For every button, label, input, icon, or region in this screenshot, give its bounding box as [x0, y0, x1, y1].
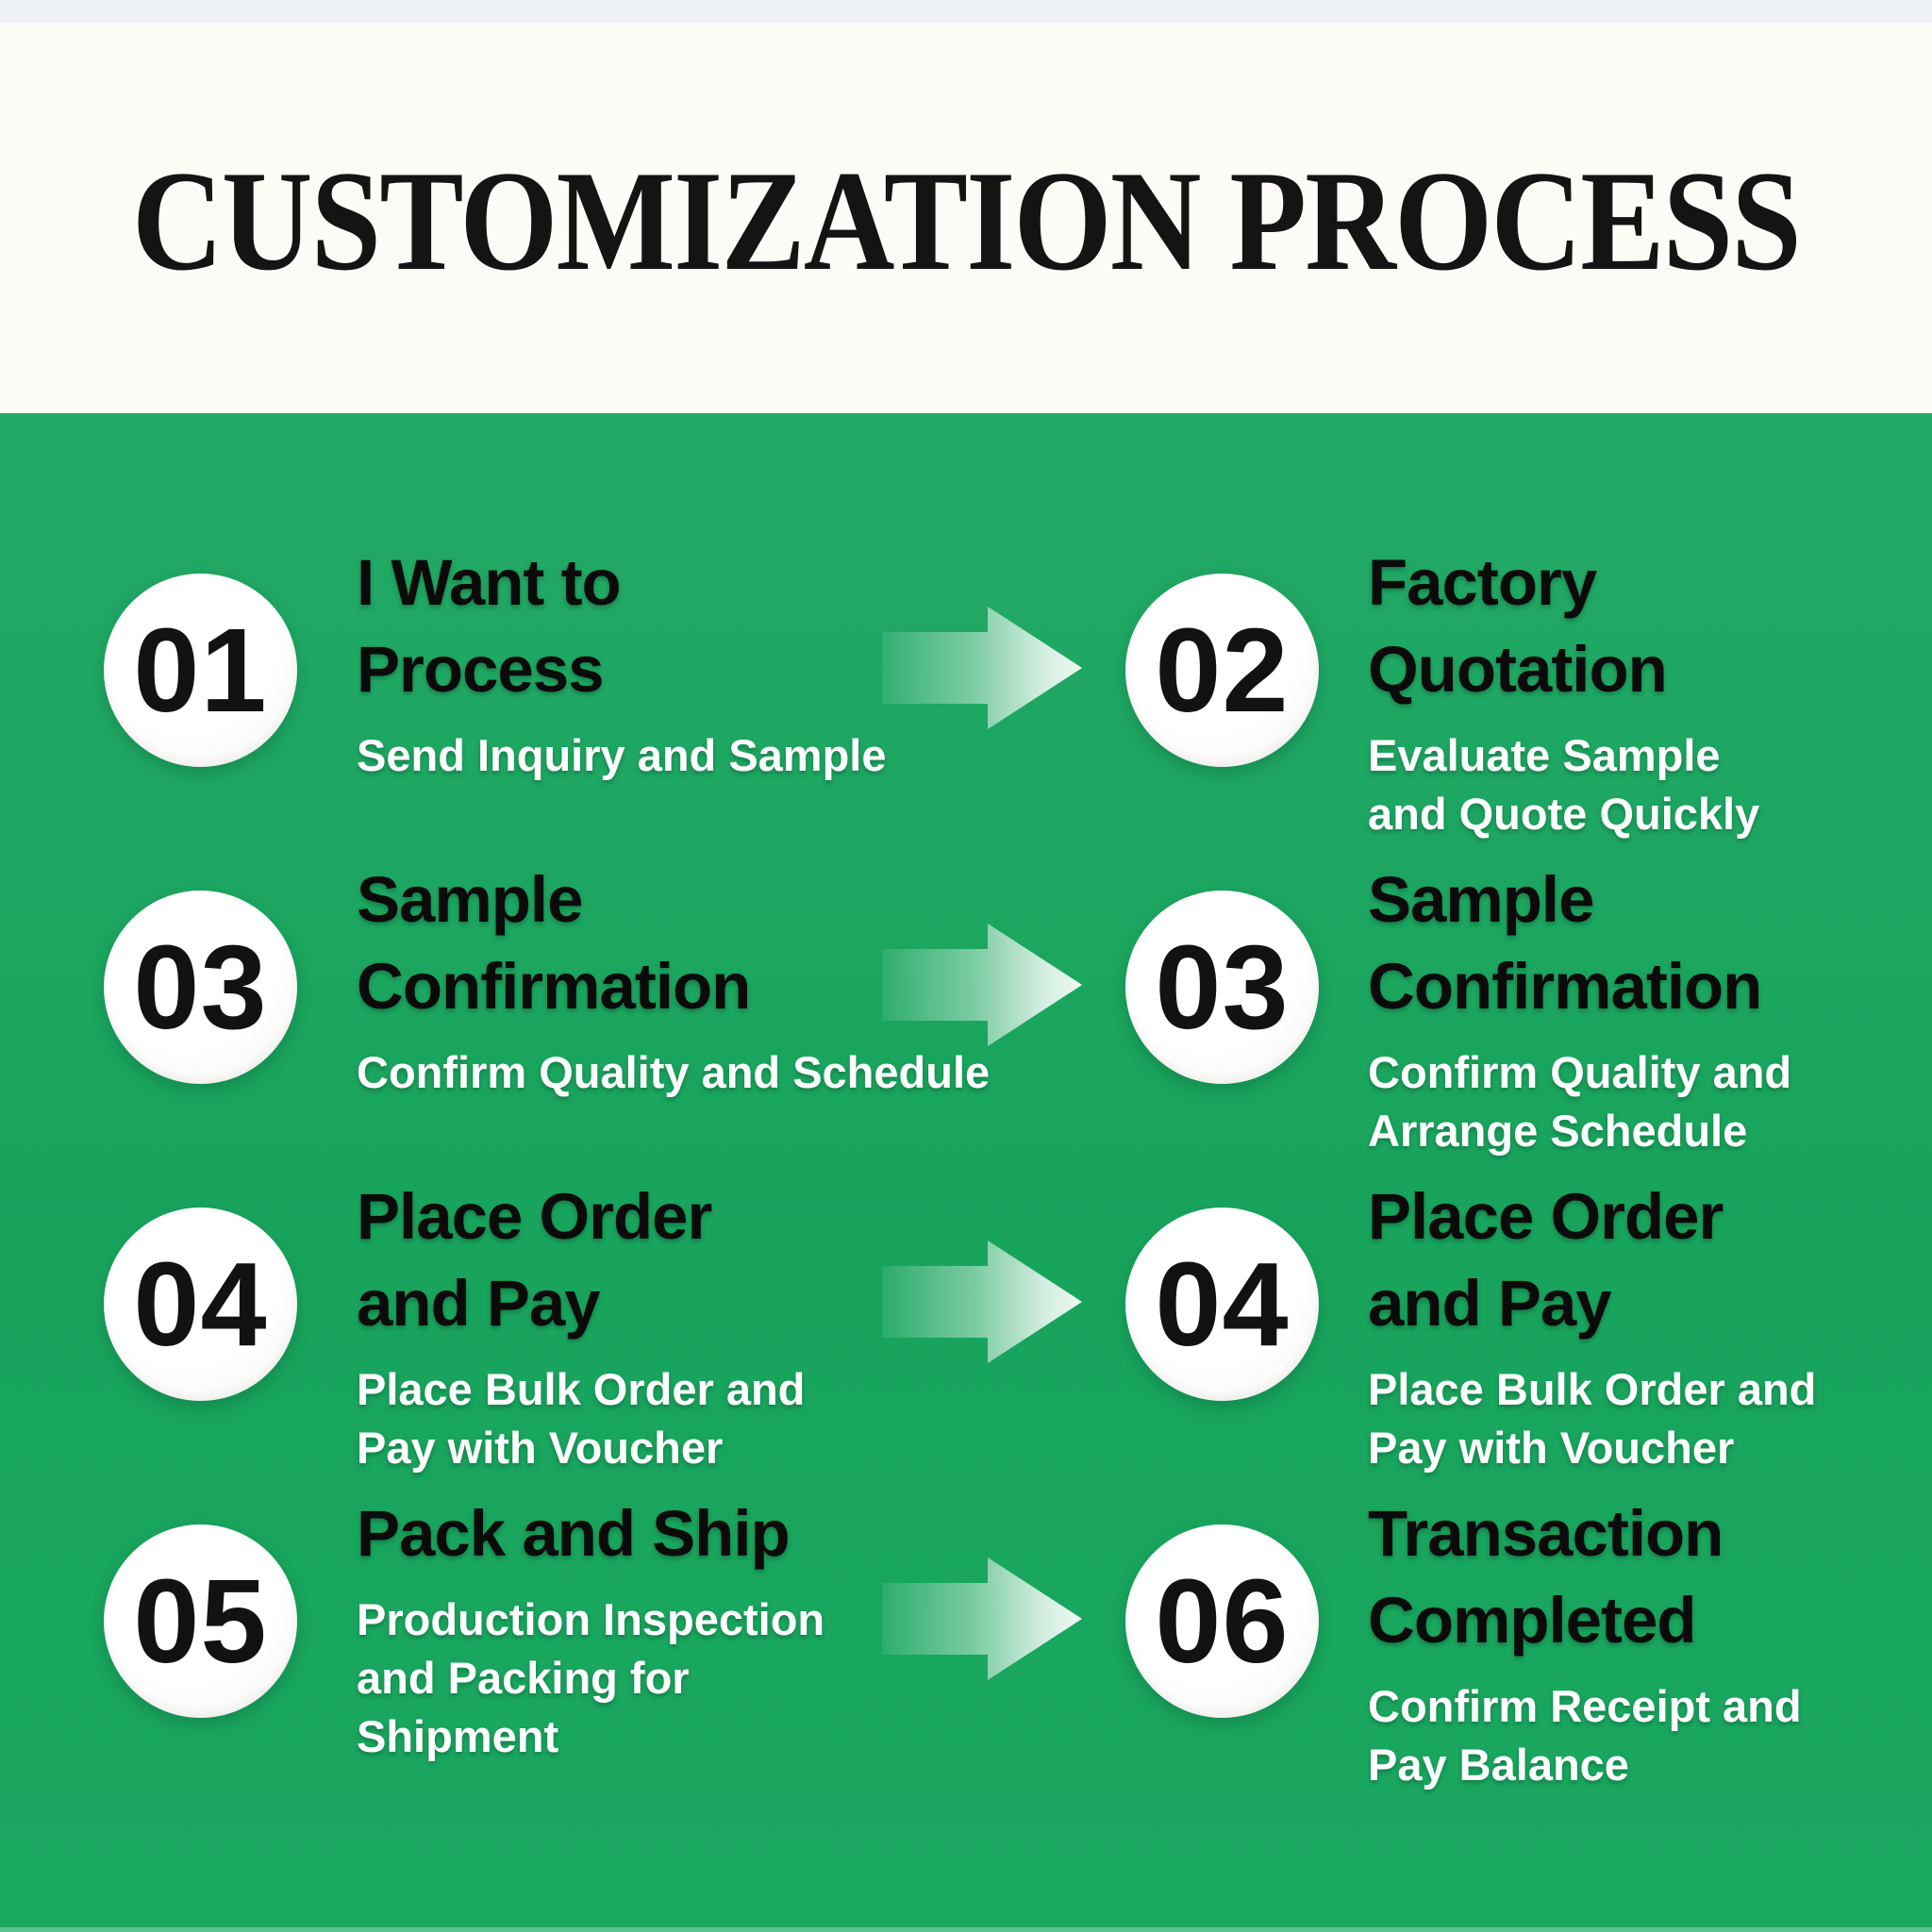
- step-number: 03: [133, 920, 268, 1054]
- step-subtitle-line: Pay with Voucher: [357, 1423, 724, 1473]
- step-subtitle-line: and Quote Quickly: [1368, 789, 1760, 839]
- step-number: 02: [1155, 603, 1290, 737]
- step-title: I Want to Process: [357, 540, 1036, 713]
- step-title-line: Sample: [357, 863, 583, 936]
- step-title: Place Order and Pay: [1368, 1174, 1932, 1347]
- step-subtitle: Send Inquiry and Sample: [357, 726, 1036, 785]
- step-subtitle-line: Arrange Schedule: [1368, 1106, 1748, 1156]
- step-number-circle: 06: [1125, 1524, 1319, 1718]
- process-board: 01 I Want to Process Send Inquiry and Sam…: [0, 413, 1932, 1932]
- step-title-line: I Want to: [357, 546, 622, 619]
- step-title-line: and Pay: [357, 1267, 601, 1340]
- step-number-circle: 03: [1125, 891, 1319, 1084]
- step-text: Pack and Ship Production Inspection and P…: [357, 1491, 1036, 1766]
- step-subtitle-line: Production Inspection: [357, 1594, 825, 1644]
- step-subtitle-line: Confirm Receipt and: [1368, 1681, 1802, 1731]
- arrow-right-icon: [882, 607, 1082, 729]
- arrow-right-icon: [882, 1557, 1082, 1680]
- process-step: 01 I Want to Process Send Inquiry and Sam…: [104, 546, 1038, 891]
- page-title: CUSTOMIZATION PROCESS: [132, 142, 1802, 300]
- step-title-line: Sample: [1368, 863, 1594, 936]
- step-subtitle-line: Place Bulk Order and: [357, 1364, 806, 1414]
- step-number: 05: [133, 1554, 268, 1688]
- step-number-circle: 01: [104, 574, 297, 767]
- step-title-line: Place Order: [357, 1180, 712, 1253]
- step-title-line: Process: [357, 633, 605, 706]
- step-title-line: Place Order: [1368, 1180, 1724, 1253]
- step-subtitle-line: Pay Balance: [1368, 1740, 1629, 1790]
- step-title-line: Pack and Ship: [357, 1497, 791, 1570]
- step-title-line: and Pay: [1368, 1267, 1612, 1340]
- step-title-line: Completed: [1368, 1584, 1697, 1657]
- step-subtitle: Evaluate Sample and Quote Quickly: [1368, 726, 1932, 843]
- step-title-line: Factory: [1368, 546, 1597, 619]
- step-title-line: Quotation: [1368, 633, 1668, 706]
- step-number-circle: 02: [1125, 574, 1319, 767]
- arrow-right-icon: [882, 924, 1082, 1046]
- step-number-circle: 03: [104, 891, 297, 1084]
- process-step: 04 Place Order and Pay Place Bulk Order a…: [1125, 1180, 1932, 1524]
- step-subtitle-line: Place Bulk Order and: [1368, 1364, 1817, 1414]
- step-number: 04: [1155, 1237, 1290, 1371]
- step-title: Place Order and Pay: [357, 1174, 1036, 1347]
- step-subtitle: Confirm Quality and Schedule: [357, 1043, 1036, 1102]
- step-title: Pack and Ship: [357, 1491, 1036, 1577]
- step-subtitle-line: Pay with Voucher: [1368, 1423, 1735, 1473]
- step-number: 01: [133, 603, 268, 737]
- arrow-right-icon: [882, 1241, 1082, 1363]
- top-strip: [0, 0, 1932, 23]
- step-title-line: Confirmation: [1368, 950, 1762, 1023]
- step-title-line: Confirmation: [357, 950, 751, 1023]
- step-subtitle-line: Send Inquiry and Sample: [357, 730, 887, 780]
- step-title-line: Transaction: [1368, 1497, 1724, 1570]
- process-step: 04 Place Order and Pay Place Bulk Order a…: [104, 1180, 1038, 1524]
- step-subtitle-line: Evaluate Sample: [1368, 730, 1721, 780]
- bottom-edge: [0, 1927, 1932, 1932]
- step-number: 04: [133, 1237, 268, 1371]
- header: CUSTOMIZATION PROCESS: [0, 23, 1932, 413]
- step-number: 03: [1155, 920, 1290, 1054]
- step-number: 06: [1155, 1554, 1290, 1688]
- step-subtitle-line: Shipment: [357, 1711, 559, 1761]
- step-subtitle-line: and Packing for: [357, 1653, 690, 1703]
- step-number-circle: 05: [104, 1524, 297, 1718]
- step-subtitle-line: Confirm Quality and Schedule: [357, 1047, 991, 1097]
- step-text: I Want to Process Send Inquiry and Sample: [357, 540, 1036, 785]
- step-number-circle: 04: [1125, 1208, 1319, 1401]
- process-step: 05 Pack and Ship Production Inspection an…: [104, 1497, 1038, 1841]
- step-subtitle-line: Confirm Quality and: [1368, 1047, 1792, 1097]
- step-number-circle: 04: [104, 1208, 297, 1401]
